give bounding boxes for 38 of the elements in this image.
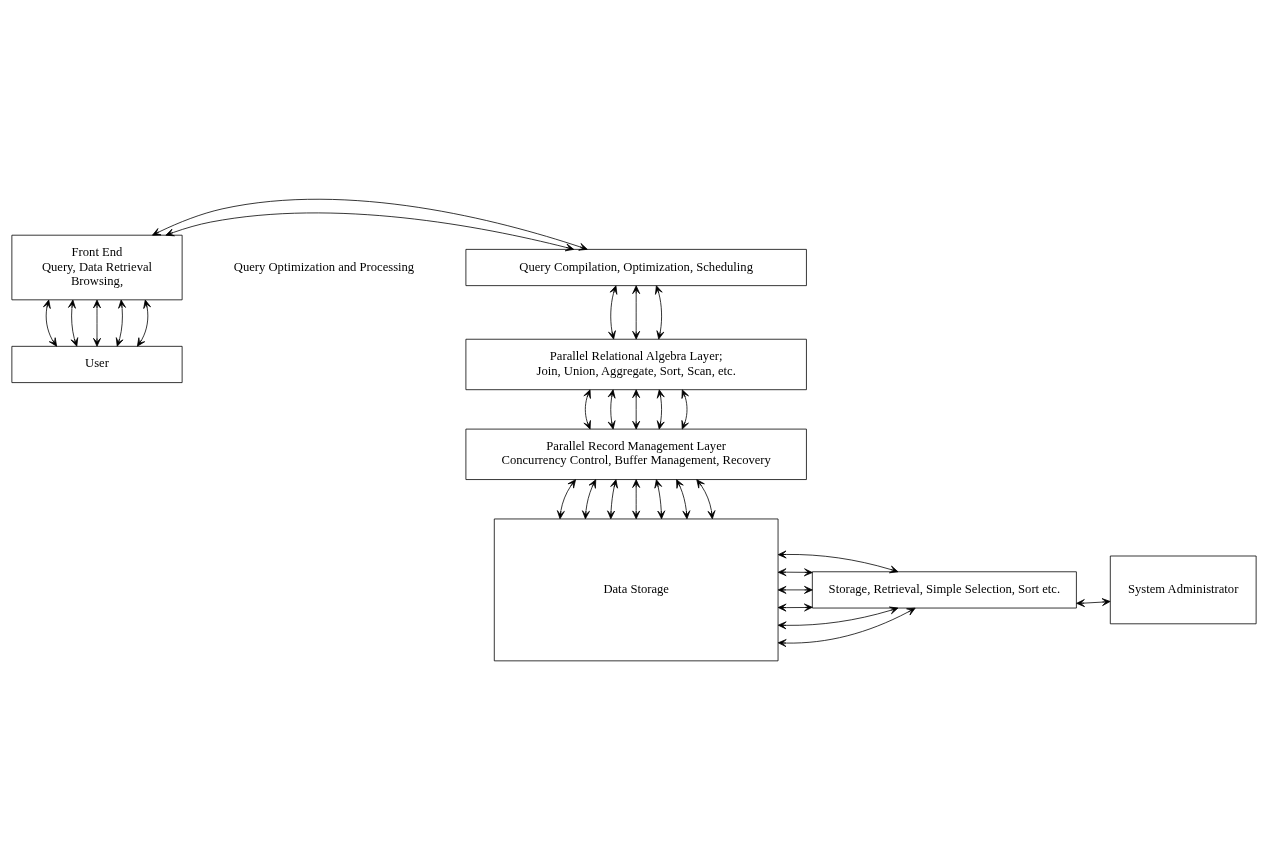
arrow <box>1076 598 1111 608</box>
arrow <box>632 285 641 340</box>
arrow <box>655 285 665 340</box>
arrow <box>777 585 813 594</box>
arrow <box>137 299 151 347</box>
node-box: Query Compilation, Optimization, Scheduling <box>465 249 807 287</box>
node-box: Parallel Record Management Layer Concurrency Control, Buffer Management, Recovery <box>465 428 807 480</box>
arrow <box>696 479 716 520</box>
arrow <box>632 479 641 520</box>
arrow <box>777 607 916 647</box>
arrow <box>607 389 616 430</box>
arrow <box>777 603 813 612</box>
node-box: Front End Query, Data Retrieval Browsing, <box>11 234 183 301</box>
arrow <box>115 299 126 347</box>
arrow <box>654 479 666 520</box>
arrow <box>93 299 101 347</box>
node-box: System Administrator <box>1109 555 1257 625</box>
label: Query Optimization and Processing <box>233 259 415 274</box>
arrow <box>43 299 58 347</box>
arrow <box>607 479 618 520</box>
arrow <box>777 606 899 630</box>
arrow <box>68 299 79 347</box>
arrow <box>681 389 689 430</box>
arrow <box>632 389 641 430</box>
arrow <box>556 479 576 520</box>
arrow <box>165 212 575 252</box>
arrow <box>656 389 665 430</box>
arrow <box>676 479 691 520</box>
arrow <box>777 568 813 577</box>
node-box: User <box>11 345 183 383</box>
arrow <box>583 389 591 430</box>
arrow <box>608 285 618 340</box>
node-box: Storage, Retrieval, Simple Selection, Sort etc. <box>811 571 1077 609</box>
arrow <box>777 550 899 574</box>
arrow <box>152 198 588 251</box>
arrow <box>582 479 597 520</box>
node-box: Parallel Relational Algebra Layer; Join, Union, Aggregate, Sort, Scan, etc. <box>465 338 807 391</box>
node-box: Data Storage <box>493 518 779 662</box>
